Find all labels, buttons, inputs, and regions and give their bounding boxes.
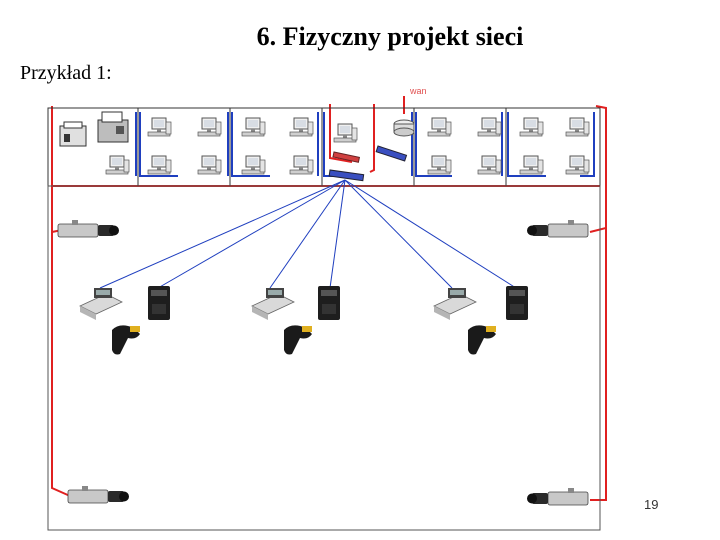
printer-icon: [59, 121, 87, 147]
wan-label: wan: [410, 86, 427, 96]
barcode-scanner-icon: [468, 325, 496, 355]
switch-icon: [375, 145, 408, 162]
pos-terminal-icon: [251, 287, 295, 321]
receipt-printer-icon: [318, 286, 340, 320]
checkout-station: [251, 286, 340, 355]
checkout-station: [433, 286, 528, 355]
workstation-icon: [477, 155, 502, 175]
workstation-icon: [241, 117, 266, 137]
router-icon: [393, 119, 415, 137]
star-links: [99, 179, 517, 289]
page-number: 19: [644, 497, 659, 512]
example-label: Przykład 1:: [20, 62, 112, 84]
router-to-switch-link: [369, 104, 375, 173]
camera-icon: [526, 487, 589, 506]
right-camera-link-lower: [590, 228, 607, 501]
workstation-icon: [147, 117, 172, 137]
workstation-icon: [289, 117, 314, 137]
switch-icon: [328, 169, 365, 182]
barcode-scanner-icon: [284, 325, 312, 355]
left-camera-link: [51, 106, 71, 497]
camera-icon: [57, 219, 120, 238]
workstation-icon: [147, 155, 172, 175]
lan-links: [135, 112, 595, 177]
workstation-icon: [197, 117, 222, 137]
workstation-icon: [105, 155, 130, 175]
workstation-icon: [565, 155, 590, 175]
workstation-icon: [241, 155, 266, 175]
receipt-printer-icon: [148, 286, 170, 320]
workstation-icon: [289, 155, 314, 175]
right-camera-link-upper: [589, 105, 607, 233]
page-title: 6. Fizyczny projekt sieci: [256, 22, 524, 51]
workstation-icon: [427, 117, 452, 137]
workstation-icon: [477, 117, 502, 137]
workstation-icon: [519, 155, 544, 175]
receipt-printer-icon: [506, 286, 528, 320]
workstation-icons: [105, 117, 590, 175]
workstation-icon: [565, 117, 590, 137]
office-rooms: [47, 107, 601, 531]
pos-terminal-icon: [79, 287, 123, 321]
pos-terminal-icon: [433, 287, 477, 321]
fax-icon: [97, 111, 129, 143]
checkout-station: [79, 286, 170, 355]
backbone-link-a: [329, 104, 353, 163]
camera-icon: [526, 219, 589, 238]
workstation-icon: [333, 123, 358, 143]
camera-icon: [67, 485, 130, 504]
workstation-icon: [427, 155, 452, 175]
switch-icon: [332, 151, 361, 163]
barcode-scanner-icon: [112, 325, 140, 355]
workstation-icon: [519, 117, 544, 137]
workstation-icon: [197, 155, 222, 175]
